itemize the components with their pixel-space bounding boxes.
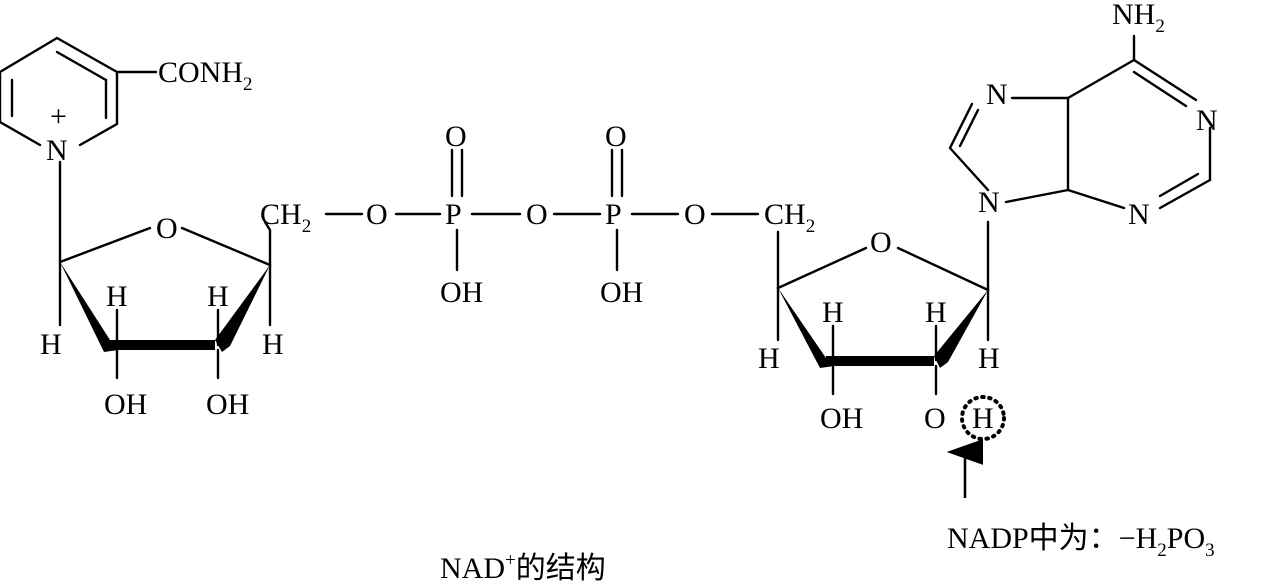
ribose-right xyxy=(776,220,990,396)
ribose-left-oxygen: O xyxy=(156,212,178,245)
p1-double-oxygen: O xyxy=(445,120,467,153)
ribose-left-h3: H xyxy=(207,280,229,313)
adenine-ring xyxy=(948,34,1212,210)
positive-charge: + xyxy=(50,100,67,133)
ribose-right-h4: H xyxy=(758,342,780,375)
dotted-highlight-circle xyxy=(960,395,1006,441)
diagram-caption: NAD+的结构 xyxy=(440,550,606,584)
ribose-left xyxy=(58,220,272,380)
ribose-right-ch2: CH2 xyxy=(764,198,815,237)
ribose-right-h3: H xyxy=(822,296,844,329)
adenine-n1: N xyxy=(1196,104,1218,137)
pyrophosphate-bonds xyxy=(324,148,760,272)
ring-nitrogen: N xyxy=(46,134,68,167)
adenine-amino: NH2 xyxy=(1112,0,1165,37)
ribose-left-ch2: CH2 xyxy=(260,198,311,237)
phosphorus-1: P xyxy=(445,198,462,231)
adenine-n9: N xyxy=(978,186,1000,219)
phosphorus-2: P xyxy=(605,198,622,231)
ribose-right-o2: O xyxy=(924,402,946,435)
p2-double-oxygen: O xyxy=(605,120,627,153)
ribose-left-oh3: OH xyxy=(206,388,249,421)
ribose-left-oh2: OH xyxy=(104,388,147,421)
p2-hydroxyl: OH xyxy=(600,276,643,309)
adenine-n3: N xyxy=(1128,198,1150,231)
amide-label: CONH2 xyxy=(158,56,253,95)
ribose-right-h2: H xyxy=(925,296,947,329)
ribose-left-h4: H xyxy=(262,328,284,361)
adenine-n7: N xyxy=(986,78,1008,111)
ribose-right-oh3: OH xyxy=(820,402,863,435)
bridge-oxygen-2: O xyxy=(526,198,548,231)
bridge-oxygen-1: O xyxy=(366,198,388,231)
bridge-oxygen-3: O xyxy=(684,198,706,231)
highlighted-hydrogen: H xyxy=(972,402,994,435)
ribose-right-oxygen: O xyxy=(870,226,892,259)
ribose-left-h2: H xyxy=(106,280,128,313)
p1-hydroxyl: OH xyxy=(440,276,483,309)
nadp-note: NADP中为：−H2PO3 xyxy=(947,522,1215,561)
ribose-left-h1: H xyxy=(40,328,62,361)
ribose-right-h1: H xyxy=(978,342,1000,375)
nicotinamide-ring xyxy=(0,36,158,264)
